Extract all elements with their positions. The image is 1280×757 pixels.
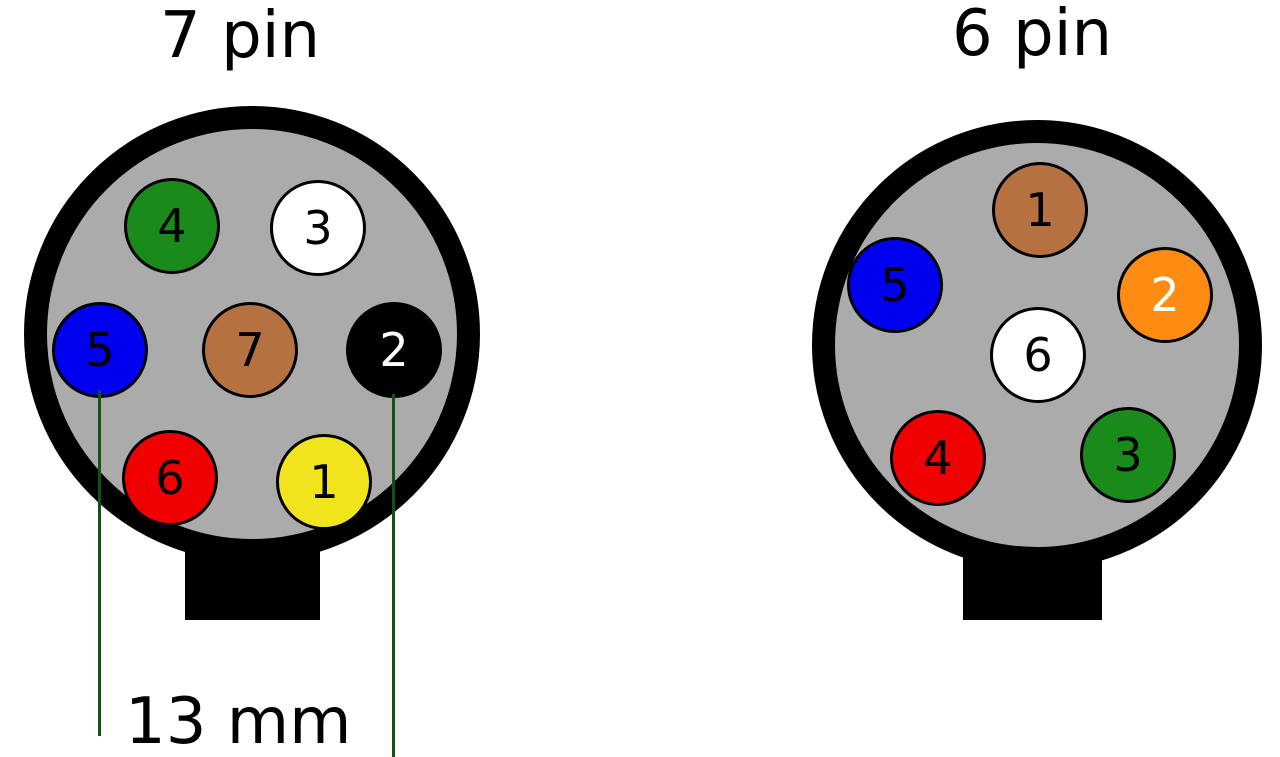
pin-seven-pin-6: 6 (122, 430, 218, 526)
pin-six-pin-1: 1 (992, 162, 1088, 258)
pin-seven-pin-5: 5 (52, 302, 148, 398)
pin-six-pin-4: 4 (890, 410, 986, 506)
pin-six-pin-2: 2 (1117, 247, 1213, 343)
pin-six-pin-5: 5 (847, 237, 943, 333)
pin-seven-pin-1: 1 (276, 434, 372, 530)
six-pin-title: 6 pin (952, 0, 1113, 71)
measurement-line-left (98, 390, 101, 736)
pin-seven-pin-3: 3 (270, 180, 366, 276)
pin-six-pin-6: 6 (990, 307, 1086, 403)
pin-seven-pin-2: 2 (346, 302, 442, 398)
seven-pin-title: 7 pin (160, 0, 321, 73)
measurement-line-right (392, 394, 395, 757)
pin-seven-pin-4: 4 (124, 178, 220, 274)
pin-seven-pin-7: 7 (202, 302, 298, 398)
measurement-label: 13 mm (125, 685, 352, 757)
pin-six-pin-3: 3 (1080, 407, 1176, 503)
